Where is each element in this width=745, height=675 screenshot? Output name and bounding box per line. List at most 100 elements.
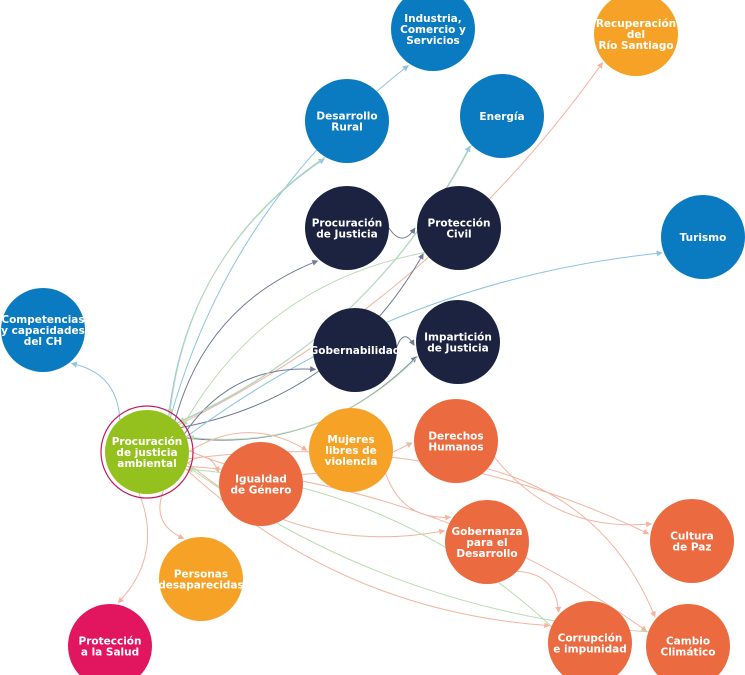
- node-label-line: Gobernanza: [452, 526, 523, 538]
- node-label-line: desaparecidas: [158, 579, 244, 591]
- edge-procuracion-justicia-to-proteccion-civil: [388, 227, 416, 239]
- node-label-line: Desarrollo: [316, 110, 377, 122]
- node-circle: [414, 399, 498, 483]
- node-label-line: para el: [466, 537, 507, 549]
- node-gobernabilidad: Gobernabilidad: [310, 308, 401, 392]
- edges-layer: [70, 62, 663, 633]
- edge-procuracion-ambiental-to-proteccion-salud: [117, 493, 149, 604]
- node-label-line: Gobernabilidad: [310, 345, 401, 357]
- edge-proteccion-civil-to-procuracion-ambiental: [182, 252, 425, 427]
- edge-imparticion-to-procuracion-ambiental: [187, 355, 419, 441]
- node-label-line: Protección: [428, 217, 491, 229]
- node-label-line: Civil: [446, 228, 471, 240]
- edge-energia-to-procuracion-ambiental: [178, 144, 472, 423]
- node-label-line: Servicios: [406, 35, 460, 47]
- node-circle: [305, 79, 389, 163]
- node-turismo: Turismo: [661, 195, 745, 279]
- node-label-line: a la Salud: [81, 646, 139, 658]
- node-circle: [159, 537, 243, 621]
- node-label-line: Igualdad: [235, 473, 287, 485]
- edge-procuracion-ambiental-to-gobernabilidad: [184, 366, 317, 434]
- node-circle: [445, 500, 529, 584]
- edge-derechos-to-cambio: [487, 468, 656, 618]
- edge-procuracion-ambiental-to-turismo: [185, 250, 663, 438]
- node-label-line: violencia: [325, 456, 378, 468]
- node-energia: Energía: [460, 74, 544, 158]
- edge-procuracion-ambiental-to-competencias: [70, 361, 121, 421]
- node-circle: [650, 499, 734, 583]
- node-label-line: Impartición: [424, 331, 492, 343]
- edge-gobernanza-to-corrupcion: [516, 570, 562, 613]
- node-label-line: Industria,: [404, 13, 462, 25]
- node-label-line: de Paz: [673, 541, 712, 553]
- node-label-line: Corrupción: [558, 632, 623, 644]
- node-circle: [661, 195, 745, 279]
- node-label-line: Personas: [174, 568, 228, 580]
- edge-procuracion-ambiental-to-procuracion-justicia: [174, 259, 319, 421]
- node-circle: [391, 0, 475, 71]
- node-circle: [305, 186, 389, 270]
- node-circle: [219, 442, 303, 526]
- edge-mujeres-to-gobernanza: [385, 473, 452, 521]
- node-label-line: Cambio: [666, 635, 710, 647]
- node-circle: [460, 74, 544, 158]
- edge-desarrollo-rural-to-procuracion-ambiental: [167, 156, 326, 415]
- node-label-line: Turismo: [680, 232, 727, 244]
- edge-derechos-to-cultura: [494, 457, 653, 528]
- edge-procuracion-ambiental-to-energia: [177, 145, 471, 424]
- node-label-line: Humanos: [428, 441, 483, 453]
- node-label-line: del: [627, 29, 645, 41]
- node-label-line: libres de: [325, 445, 377, 457]
- node-label-line: Cultura: [670, 530, 714, 542]
- focus-ring: [100, 405, 194, 499]
- node-label-line: de justicia: [116, 447, 177, 459]
- edge-gobernabilidad-to-imparticion: [396, 336, 415, 347]
- node-circle: [646, 604, 730, 675]
- node-label-line: Procuración: [112, 436, 183, 448]
- node-label-line: Climático: [661, 646, 716, 658]
- node-label-line: Derechos: [428, 430, 483, 442]
- node-circle: [1, 288, 85, 372]
- node-label-line: Recuperación: [596, 18, 676, 30]
- node-label-line: del CH: [24, 336, 62, 348]
- node-label-line: e impunidad: [553, 643, 627, 655]
- node-label-line: Rural: [331, 121, 362, 133]
- node-circle: [417, 186, 501, 270]
- node-label-line: Río Santiago: [598, 40, 673, 52]
- node-label-line: Competencias: [1, 314, 84, 326]
- edge-procuracion-ambiental-to-mujeres: [188, 432, 308, 453]
- edge-procuracion-ambiental-to-personas: [159, 490, 185, 540]
- node-label-line: y capacidades: [1, 325, 85, 337]
- node-circle: [313, 308, 397, 392]
- node-circle: [68, 604, 152, 675]
- node-label-line: de Género: [230, 484, 291, 496]
- node-label-line: Protección: [79, 635, 142, 647]
- node-circle: [548, 601, 632, 675]
- node-label-line: Energía: [479, 111, 524, 123]
- node-label-line: ambiental: [117, 458, 176, 470]
- node-label-line: Comercio y: [400, 24, 466, 36]
- node-circle: [105, 410, 189, 494]
- node-label-line: Desarrollo: [456, 548, 517, 560]
- node-circle: [594, 0, 678, 76]
- edge-procuracion-ambiental-to-gobernanza: [187, 462, 446, 538]
- edge-procuracion-ambiental-to-desarrollo-rural: [168, 158, 325, 417]
- node-label-line: Mujeres: [327, 434, 374, 446]
- node-label-line: de Justicia: [316, 228, 377, 240]
